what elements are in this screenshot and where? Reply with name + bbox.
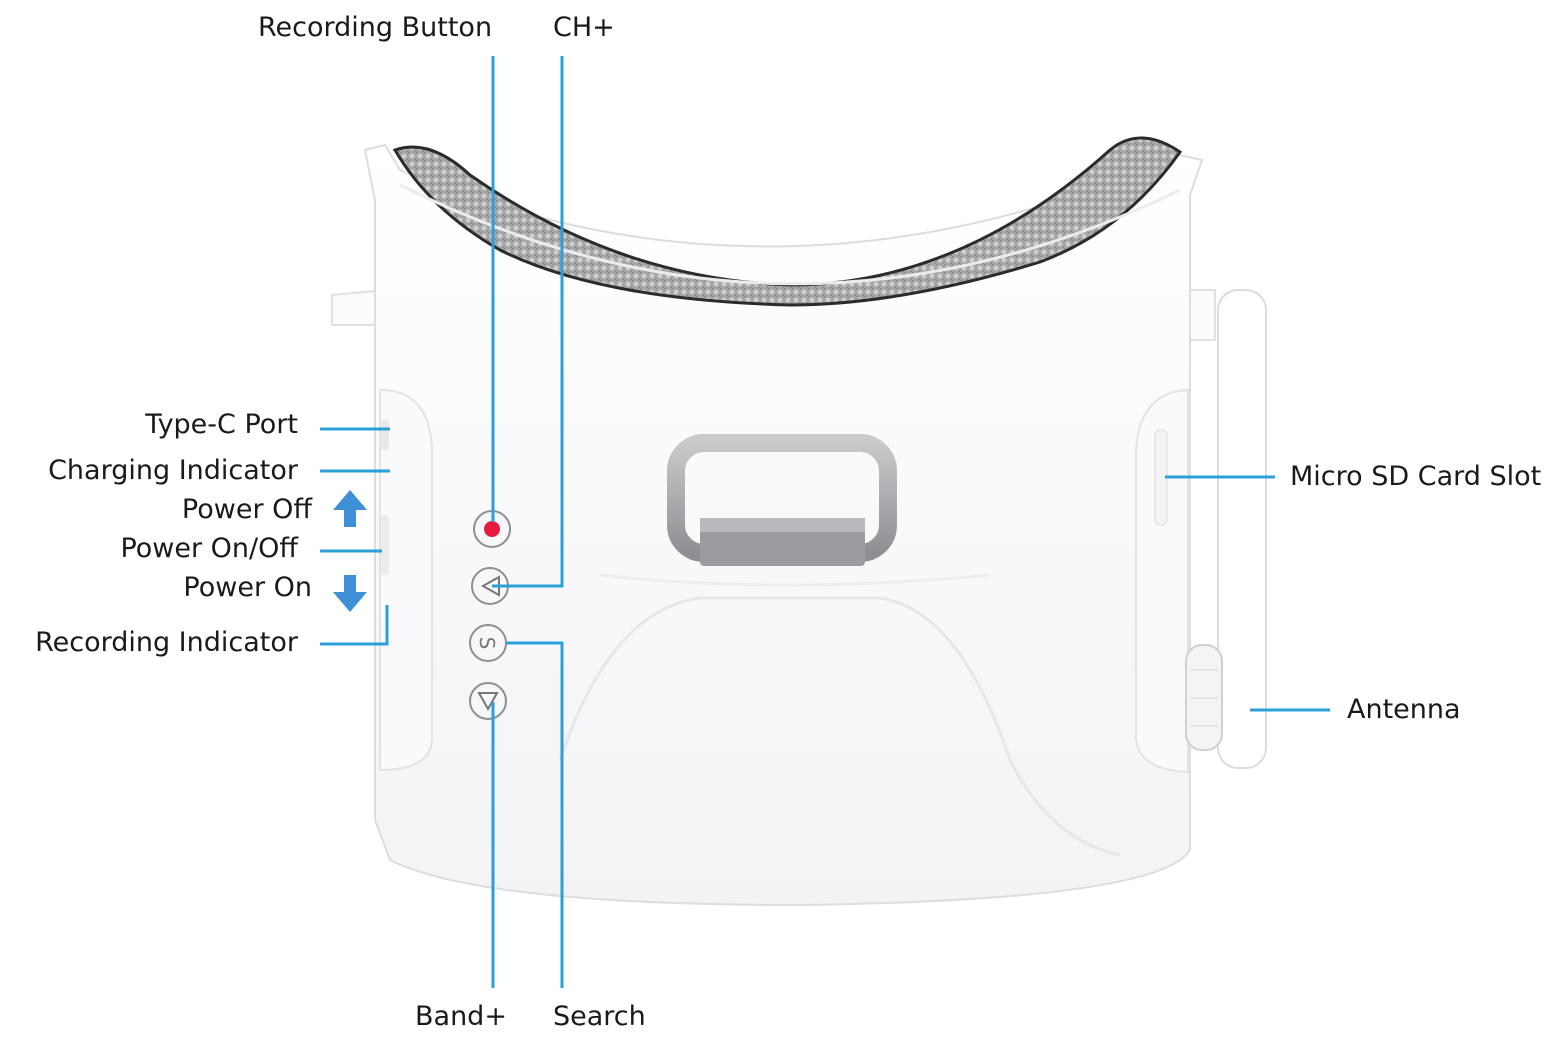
label-recording-indicator: Recording Indicator: [35, 627, 298, 658]
leader-search: [506, 641, 564, 988]
label-power-on-off: Power On/Off: [120, 533, 298, 564]
recording-button: [473, 510, 511, 548]
label-ch-plus: CH+: [553, 12, 615, 43]
label-antenna: Antenna: [1347, 694, 1461, 725]
label-search: Search: [553, 1001, 646, 1032]
antenna-body: [1217, 289, 1267, 769]
shell-lip: [399, 183, 1181, 286]
type-c-port: [381, 420, 389, 450]
arrow-up-icon: [333, 490, 367, 527]
band-plus-button: [469, 682, 507, 720]
leader-ch-plus: [492, 56, 564, 588]
right-side-panel: [1135, 388, 1189, 774]
label-micro-sd-card-slot: Micro SD Card Slot: [1290, 461, 1542, 492]
left-side-panel: [379, 388, 433, 772]
leader-lines: [320, 56, 1330, 988]
label-band-plus: Band+: [415, 1001, 507, 1032]
label-recording-button: Recording Button: [258, 12, 493, 43]
center-recess: [599, 573, 991, 587]
power-switch: [381, 515, 389, 575]
search-button: S: [469, 624, 507, 662]
arrow-down-icon: [333, 575, 367, 612]
chevron-down-icon: [477, 692, 499, 712]
leader-recording-indicator: [320, 605, 389, 646]
front-contour: [558, 596, 1121, 857]
label-power-off: Power Off: [181, 494, 312, 525]
face-cushion: [392, 136, 1183, 307]
search-s-icon: S: [475, 637, 499, 650]
label-charging-indicator: Charging Indicator: [48, 455, 298, 486]
label-type-c-port: Type-C Port: [145, 409, 298, 440]
record-dot-icon: [484, 521, 500, 537]
label-power-on: Power On: [183, 572, 312, 603]
